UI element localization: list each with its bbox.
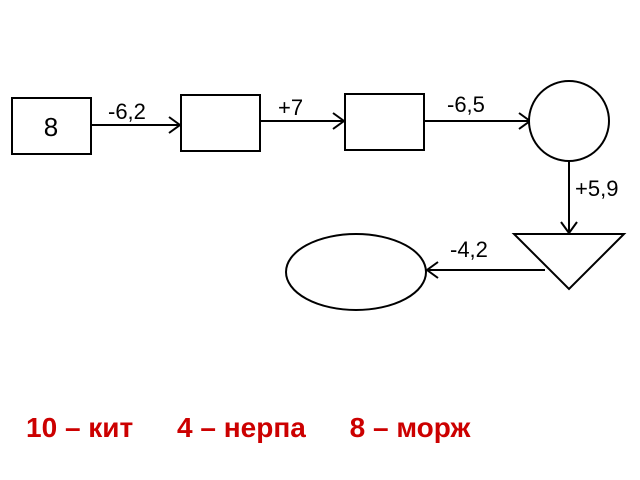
answer-number-3: 8 <box>349 412 366 443</box>
flow-diagram: 8 -6,2 +7 -6,5 +5,9 -4,2 <box>11 80 627 311</box>
start-box <box>11 97 92 155</box>
empty-box-2 <box>344 93 425 151</box>
answer-item-3: 8 – морж <box>350 412 471 444</box>
answer-key: 10 – кит 4 – нерпа 8 – морж <box>26 412 470 444</box>
start-value: 8 <box>44 112 58 142</box>
answer-word-2: нерпа <box>223 412 306 443</box>
empty-box-1 <box>180 94 261 152</box>
answer-separator-1: – <box>64 412 81 443</box>
arrow-5-head <box>425 261 439 279</box>
answer-word-3: морж <box>396 412 471 443</box>
answer-item-2: 4 – нерпа <box>177 412 306 444</box>
operation-3-label: -6,5 <box>447 92 485 117</box>
empty-triangle <box>511 233 627 291</box>
answer-number-1: 10 <box>26 412 58 443</box>
answer-separator-3: – <box>372 412 389 443</box>
operation-1-label: -6,2 <box>108 99 146 124</box>
answer-number-2: 4 <box>177 412 193 443</box>
empty-ellipse <box>285 233 427 311</box>
answer-word-1: кит <box>88 412 134 443</box>
operation-5-label: -4,2 <box>450 237 488 262</box>
answer-separator-2: – <box>200 412 216 443</box>
operation-4-label: +5,9 <box>575 176 618 201</box>
operation-2-label: +7 <box>278 95 303 120</box>
empty-circle <box>528 80 610 162</box>
answer-item-1: 10 – кит <box>26 412 133 444</box>
